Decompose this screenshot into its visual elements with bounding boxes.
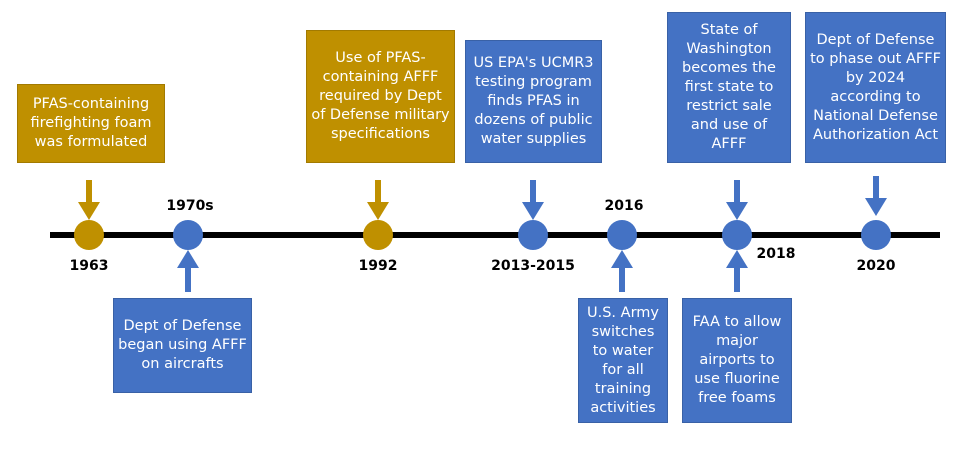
arrow-up-icon <box>726 250 748 292</box>
year-label: 2018 <box>756 246 796 262</box>
arrow-down-icon <box>865 176 887 216</box>
event-text: U.S. Army switches to water for all trai… <box>587 304 659 416</box>
arrow-down-icon <box>78 180 100 220</box>
arrow-up-icon <box>177 250 199 292</box>
timeline-dot-2013-2015 <box>518 220 548 250</box>
event-box-2016: U.S. Army switches to water for all trai… <box>578 298 668 423</box>
event-text: State of Washington becomes the first st… <box>682 22 776 152</box>
event-text: Use of PFAS-containing AFFF required by … <box>311 50 450 142</box>
timeline-dot-2020 <box>861 220 891 250</box>
arrow-up-icon <box>611 250 633 292</box>
event-box-2013-2015: US EPA's UCMR3 testing program finds PFA… <box>465 40 602 163</box>
event-text: FAA to allow major airports to use fluor… <box>692 314 782 406</box>
year-label: 1992 <box>358 258 398 274</box>
event-box-2018-washington: State of Washington becomes the first st… <box>667 12 791 163</box>
arrow-down-icon <box>367 180 389 220</box>
year-label: 2016 <box>604 198 644 214</box>
arrow-down-icon <box>522 180 544 220</box>
event-text: PFAS-containing firefighting foam was fo… <box>30 96 152 150</box>
timeline-axis <box>50 232 940 238</box>
arrow-down-icon <box>726 180 748 220</box>
timeline-dot-1970s <box>173 220 203 250</box>
event-box-1992: Use of PFAS-containing AFFF required by … <box>306 30 455 163</box>
event-box-1963: PFAS-containing firefighting foam was fo… <box>17 84 165 163</box>
timeline-dot-1963 <box>74 220 104 250</box>
event-box-2018-faa: FAA to allow major airports to use fluor… <box>682 298 792 423</box>
year-label: 1970s <box>166 198 214 214</box>
timeline-dot-2016 <box>607 220 637 250</box>
timeline-dot-1992 <box>363 220 393 250</box>
event-text: Dept of Defense began using AFFF on airc… <box>118 318 247 372</box>
event-text: Dept of Defense to phase out AFFF by 202… <box>810 31 941 143</box>
year-label: 2013-2015 <box>491 258 575 274</box>
event-box-1970s: Dept of Defense began using AFFF on airc… <box>113 298 252 393</box>
year-label: 1963 <box>69 258 109 274</box>
event-text: US EPA's UCMR3 testing program finds PFA… <box>473 55 594 147</box>
year-label: 2020 <box>856 258 896 274</box>
timeline-dot-2018 <box>722 220 752 250</box>
event-box-2020: Dept of Defense to phase out AFFF by 202… <box>805 12 946 163</box>
